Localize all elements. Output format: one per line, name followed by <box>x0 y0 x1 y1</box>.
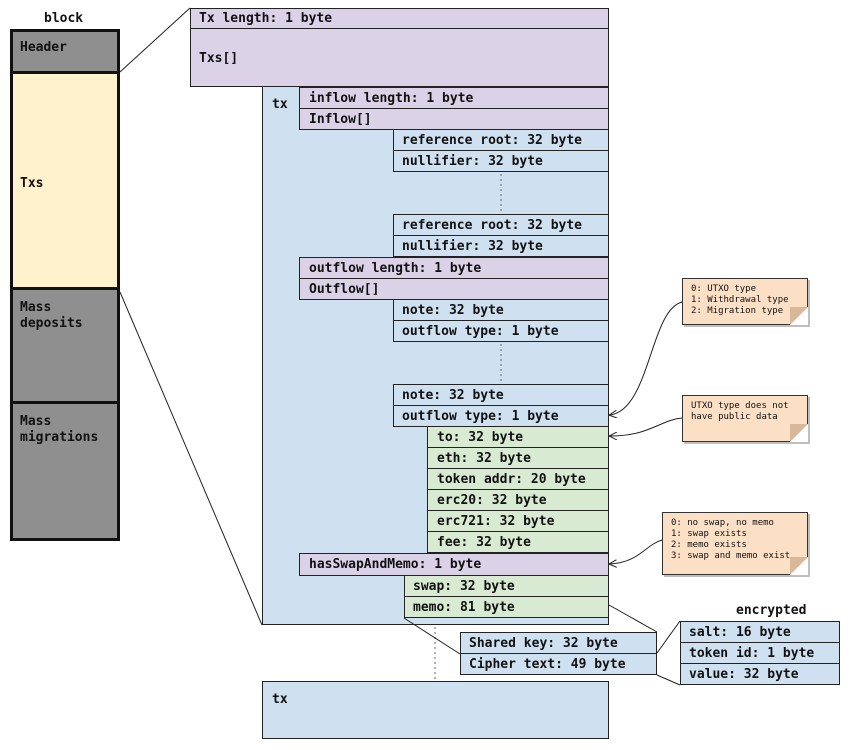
next-tx-container: tx <box>262 681 609 739</box>
token-id-field: token id: 1 byte <box>680 642 840 664</box>
tx-label: tx <box>272 97 288 112</box>
block-column <box>10 29 120 541</box>
block-txs-section: Txs <box>13 74 117 290</box>
utxo-note-arrow <box>610 417 683 436</box>
outflow-type-field-last: outflow type: 1 byte <box>393 405 609 427</box>
outflow-type-note-arrow <box>610 301 683 415</box>
cipher-text-field: Cipher text: 49 byte <box>460 653 657 675</box>
cipher-to-salt-line <box>656 620 681 654</box>
note-field: note: 32 byte <box>393 299 609 321</box>
block-title: block <box>44 11 84 26</box>
swap-memo-note-arrow <box>610 539 663 564</box>
block-header-section: Header <box>13 32 117 74</box>
memo-field: memo: 81 byte <box>404 596 609 618</box>
inflow-array-field: Inflow[] <box>299 108 609 130</box>
token-addr-field: token addr: 20 byte <box>427 468 609 490</box>
fee-field: fee: 32 byte <box>427 531 609 553</box>
memo-to-cipher-line <box>608 604 658 633</box>
nullifier-field-last: nullifier: 32 byte <box>393 235 609 257</box>
outflow-type-field: outflow type: 1 byte <box>393 320 609 342</box>
txs-array-field: Txs[] <box>190 28 609 87</box>
cipher-to-value-line <box>656 674 681 686</box>
utxo-note: UTXO type does not have public data <box>682 395 808 442</box>
header-to-tx-length-line <box>119 7 191 73</box>
swap-memo-note: 0: no swap, no memo 1: swap exists 2: me… <box>662 512 808 575</box>
block-mass-deposits-section: Mass deposits <box>13 290 117 404</box>
eth-field: eth: 32 byte <box>427 447 609 469</box>
reference-root-field: reference root: 32 byte <box>393 129 609 151</box>
value-field: value: 32 byte <box>680 663 840 685</box>
encrypted-title: encrypted <box>736 603 807 618</box>
memo-to-shared-key-line <box>403 617 461 655</box>
txs-to-tx-line <box>119 291 263 626</box>
erc721-field: erc721: 32 byte <box>427 510 609 532</box>
outflow-type-note: 0: UTXO type 1: Withdrawal type 2: Migra… <box>682 278 808 325</box>
block-mass-migrations-section: Mass migrations <box>13 404 117 538</box>
nullifier-field: nullifier: 32 byte <box>393 150 609 172</box>
next-tx-label: tx <box>272 692 288 707</box>
